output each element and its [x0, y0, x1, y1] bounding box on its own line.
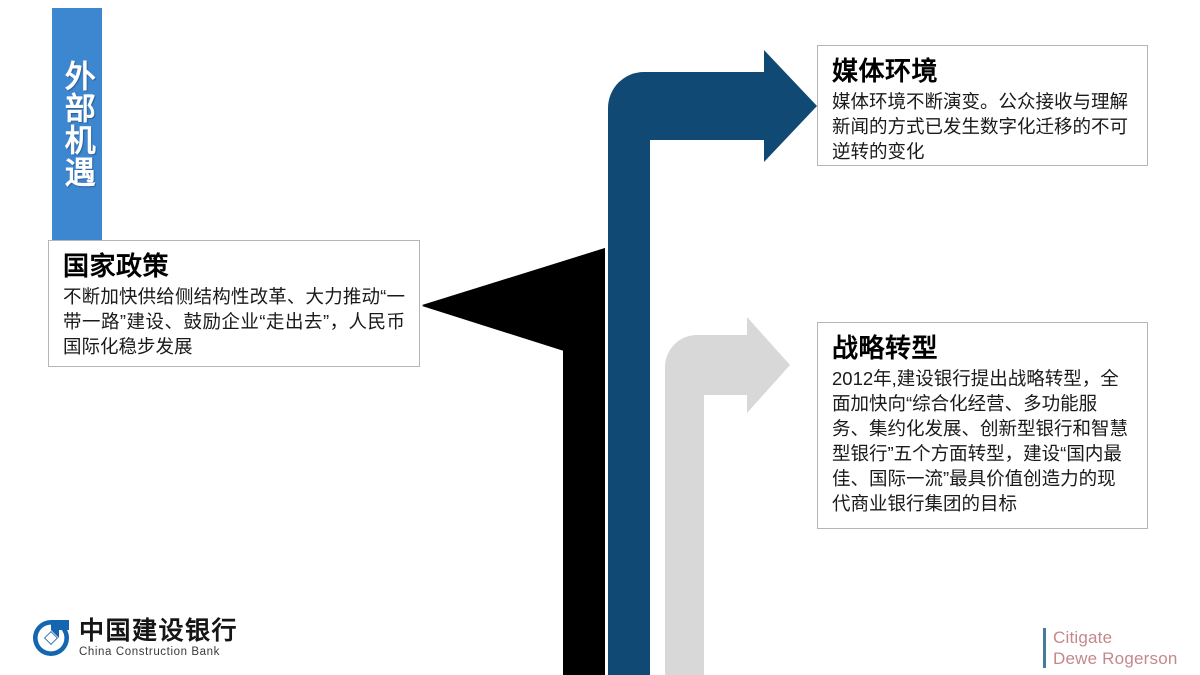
- citigate-dewe-rogerson-logo: Citigate Dewe Rogerson: [1043, 628, 1178, 669]
- arrow-to-media-environment-arm: [644, 72, 772, 140]
- banner-label: 外部机遇: [59, 60, 95, 188]
- arrow-to-national-policy-stem: [563, 270, 605, 675]
- arrow-to-national-policy-head: [422, 248, 605, 364]
- arrow-to-media-environment-corner: [608, 72, 650, 140]
- arrow-to-national-policy: [422, 248, 605, 675]
- arrow-to-national-policy-shaft: [563, 342, 605, 675]
- citigate-wordmark: Citigate Dewe Rogerson: [1053, 628, 1178, 669]
- arrow-to-national-policy-corner: [563, 270, 605, 342]
- external-opportunity-banner: 外部机遇: [52, 8, 102, 240]
- ccb-name-en: China Construction Bank: [79, 646, 221, 658]
- card-national-policy-title: 国家政策: [63, 251, 170, 281]
- arrow-to-media-environment-head: [764, 50, 817, 162]
- ccb-logo: 中国建设银行 China Construction Bank: [32, 618, 238, 659]
- card-strategic-transformation: 战略转型 2012年,建设银行提出战略转型，全面加快向“综合化经营、多功能服务、…: [817, 322, 1148, 529]
- citigate-line-1: Citigate: [1053, 628, 1113, 647]
- card-strategic-transformation-body: 2012年,建设银行提出战略转型，全面加快向“综合化经营、多功能服务、集约化发展…: [832, 367, 1129, 515]
- citigate-accent-bar: [1043, 628, 1046, 668]
- arrow-to-strategic-transformation-arm: [697, 335, 753, 395]
- arrow-to-strategic-transformation-corner: [665, 335, 704, 395]
- citigate-line-2: Dewe Rogerson: [1053, 648, 1178, 668]
- arrow-to-media-environment-shaft: [608, 140, 650, 675]
- arrow-to-strategic-transformation-head: [747, 317, 790, 413]
- ccb-emblem-icon: [32, 619, 70, 657]
- arrow-to-strategic-transformation-shaft: [665, 395, 704, 675]
- card-strategic-transformation-title: 战略转型: [832, 333, 939, 363]
- card-media-environment: 媒体环境 媒体环境不断演变。公众接收与理解新闻的方式已发生数字化迁移的不可逆转的…: [817, 45, 1148, 166]
- card-national-policy: 国家政策 不断加快供给侧结构性改革、大力推动“一带一路”建设、鼓励企业“走出去”…: [48, 240, 420, 367]
- card-media-environment-title: 媒体环境: [832, 56, 939, 86]
- ccb-name-cn: 中国建设银行: [79, 617, 239, 645]
- ccb-wordmark: 中国建设银行 China Construction Bank: [79, 618, 238, 659]
- card-media-environment-body: 媒体环境不断演变。公众接收与理解新闻的方式已发生数字化迁移的不可逆转的变化: [832, 90, 1129, 162]
- card-national-policy-body: 不断加快供给侧结构性改革、大力推动“一带一路”建设、鼓励企业“走出去”，人民币国…: [63, 285, 405, 357]
